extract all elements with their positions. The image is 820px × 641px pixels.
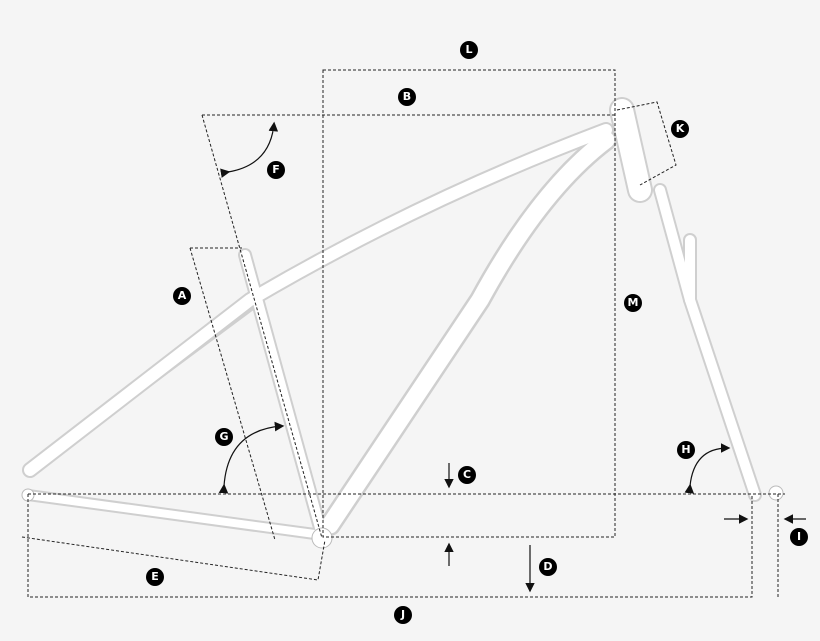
dimension-lines	[21, 69, 785, 598]
dimension-arrows	[218, 121, 806, 593]
front-axle	[768, 485, 784, 501]
label-c: C	[458, 466, 476, 484]
label-m: M	[624, 294, 642, 312]
label-f: F	[267, 161, 285, 179]
label-e: E	[146, 568, 164, 586]
label-b: B	[398, 88, 416, 106]
bottom-bracket	[311, 527, 333, 549]
label-g: G	[215, 428, 233, 446]
bike-frame	[21, 97, 784, 549]
label-a: A	[173, 287, 191, 305]
label-h: H	[677, 441, 695, 459]
label-j: J	[394, 606, 412, 624]
label-k: K	[671, 120, 689, 138]
label-d: D	[539, 558, 557, 576]
label-i: I	[790, 528, 808, 546]
label-l: L	[460, 41, 478, 59]
